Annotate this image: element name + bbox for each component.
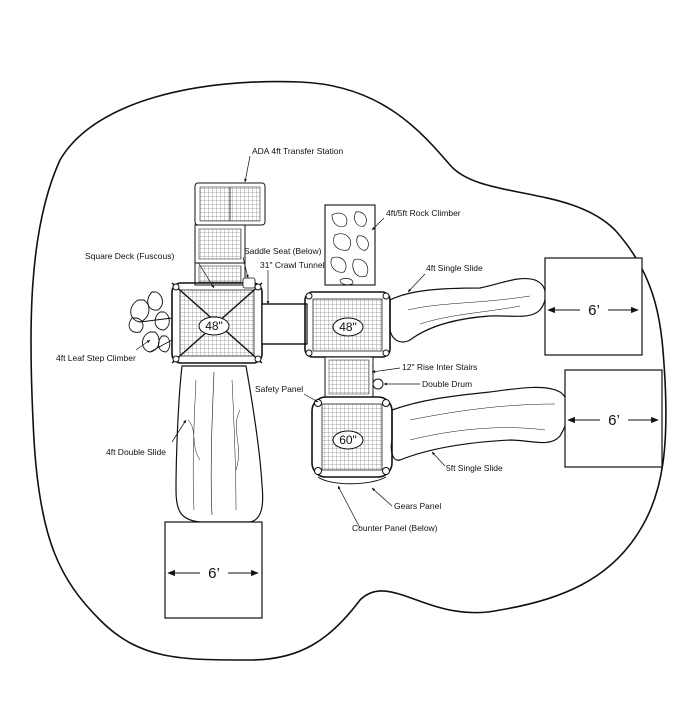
double-drum <box>372 378 384 390</box>
label-crawl-tunnel: 31" Crawl Tunnel <box>260 260 325 270</box>
crawl-tunnel <box>261 303 308 345</box>
label-counter-panel: Counter Panel (Below) <box>352 523 438 533</box>
ada-transfer-station <box>194 182 266 286</box>
leaf-step-climber <box>128 291 173 353</box>
use-zone-boundary <box>30 80 667 661</box>
bottom-deck-size: 60" <box>339 433 357 447</box>
clearance-zone-bottom <box>164 521 263 619</box>
left-deck-size: 48" <box>205 319 223 333</box>
clearance-label-bottom: 6’ <box>208 565 220 582</box>
saddle-seat <box>242 277 256 289</box>
label-rise-inter-stairs: 12" Rise Inter Stairs <box>402 362 477 372</box>
label-single-slide-4ft: 4ft Single Slide <box>426 263 483 273</box>
label-double-slide-4ft: 4ft Double Slide <box>106 447 166 457</box>
single-slide-5ft <box>390 386 569 461</box>
clearance-zone-right-top <box>544 257 643 356</box>
label-single-slide-5ft: 5ft Single Slide <box>446 463 503 473</box>
label-square-deck: Square Deck (Fuscous) <box>85 251 174 261</box>
label-ada-transfer-station: ADA 4ft Transfer Station <box>252 146 343 156</box>
clearance-zone-right-bottom <box>564 369 663 468</box>
bottom-hex-deck <box>311 396 393 485</box>
leader-lines <box>135 155 446 529</box>
label-gears-panel: Gears Panel <box>394 501 441 511</box>
rock-climber <box>324 204 376 286</box>
single-slide-4ft <box>389 277 546 343</box>
label-safety-panel: Safety Panel <box>255 384 303 394</box>
label-leaf-step-climber: 4ft Leaf Step Climber <box>56 353 136 363</box>
double-slide-4ft <box>175 365 264 523</box>
clearance-label-right-bottom: 6’ <box>608 412 620 429</box>
label-saddle-seat: Saddle Seat (Below) <box>244 246 322 256</box>
clearance-label-right-top: 6’ <box>588 302 600 319</box>
right-deck-size: 48" <box>339 320 357 334</box>
label-double-drum: Double Drum <box>422 379 472 389</box>
label-rock-climber: 4ft/5ft Rock Climber <box>386 208 461 218</box>
rise-inter-stairs <box>324 356 374 398</box>
